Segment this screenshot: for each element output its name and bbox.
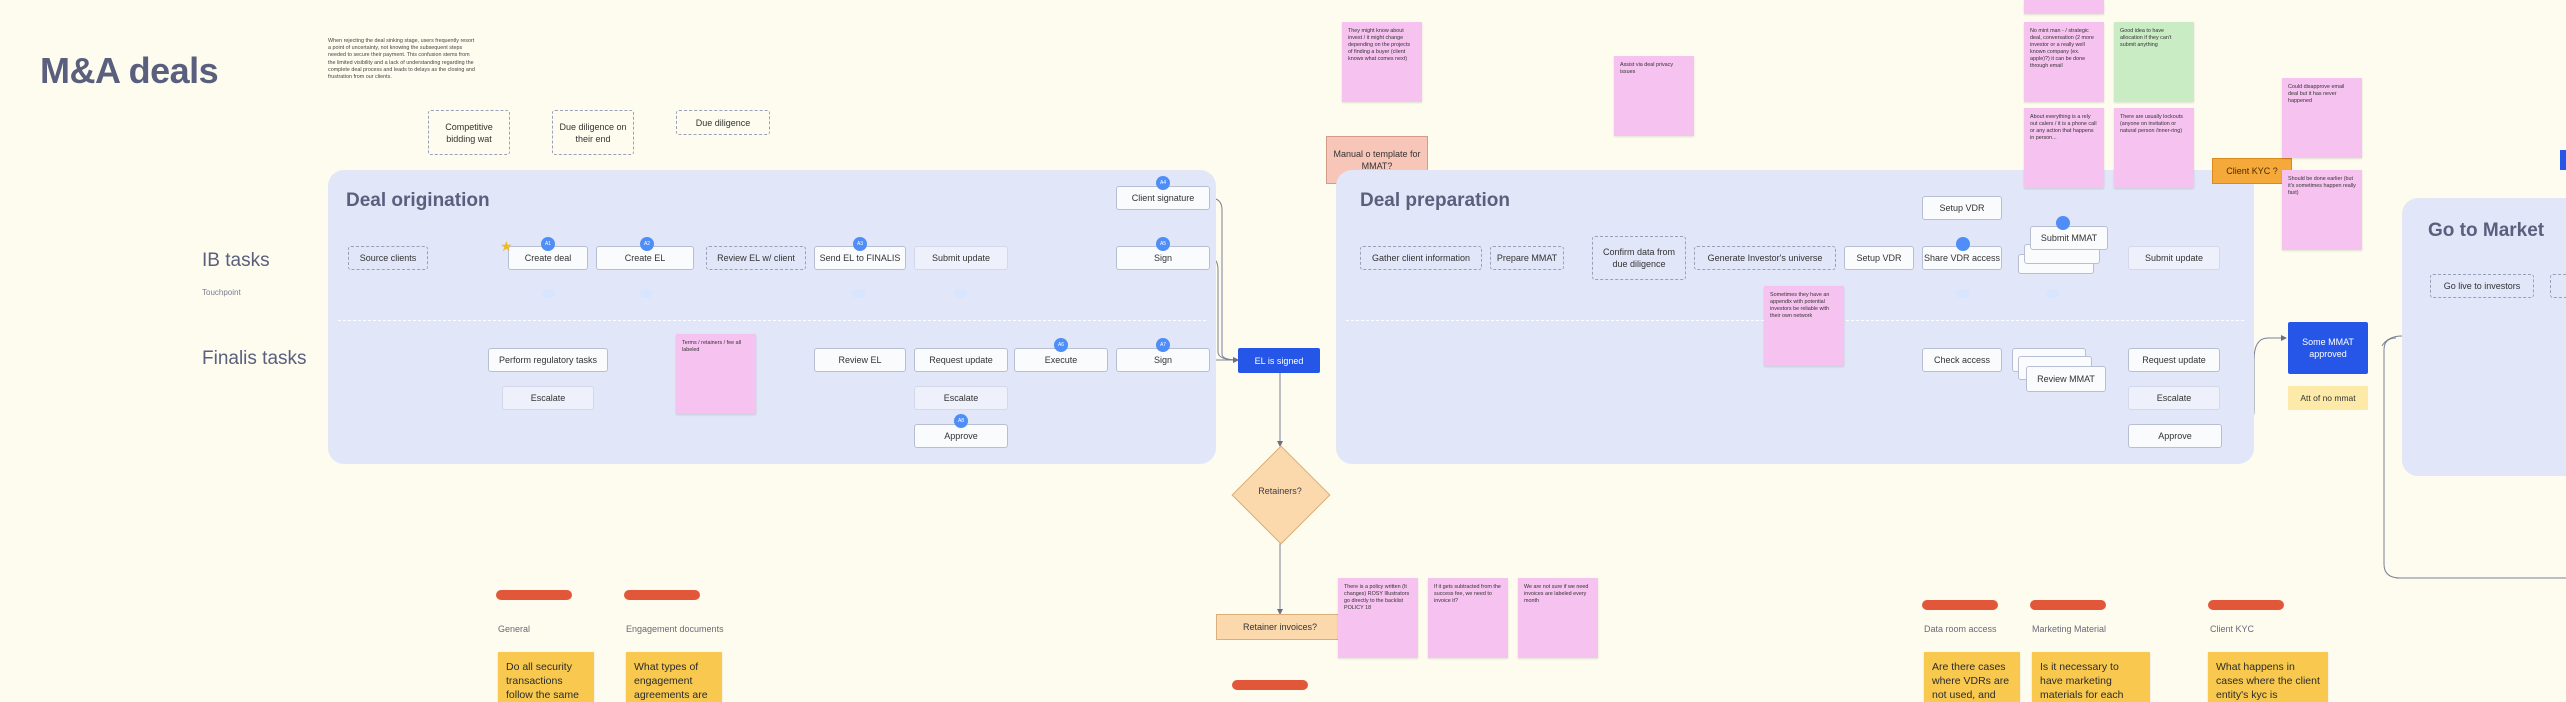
review-mmat-task[interactable]: Review MMAT: [2026, 366, 2106, 392]
mmat-approved-node[interactable]: Some MMAT approved: [2288, 322, 2368, 374]
category-label: Marketing Material: [2032, 624, 2107, 634]
sticky-note-partial[interactable]: [2024, 0, 2104, 14]
connector: [2381, 335, 2403, 347]
go-to-market-lane: [2402, 198, 2566, 476]
finalis-tasks-label: Finalis tasks: [202, 348, 307, 369]
category-pill: [2030, 600, 2106, 610]
question-sticky[interactable]: What happens in cases where the client e…: [2208, 652, 2328, 702]
sticky-note[interactable]: Sometimes they have an appendix with pot…: [1764, 286, 1844, 366]
send-el-finalis-task[interactable]: Send EL to FINALIS: [814, 246, 906, 270]
sticky-note[interactable]: There are usually lockouts (anyone on in…: [2114, 108, 2194, 188]
approve-task[interactable]: Approve: [2128, 424, 2222, 448]
edge-marker: [2560, 150, 2566, 170]
deal-preparation-title: Deal preparation: [1360, 190, 1510, 211]
sticky-note[interactable]: We are not sure if we need invoices are …: [1518, 578, 1598, 658]
touchpoint-badge: [2046, 289, 2059, 298]
category-label: Data room access: [1924, 624, 1997, 634]
setup-vdr-top-task[interactable]: Setup VDR: [1922, 196, 2002, 220]
sticky-note[interactable]: They might know about invest / it might …: [1342, 22, 1422, 102]
deal-origination-title: Deal origination: [346, 190, 490, 211]
sticky-note[interactable]: Terms / retainers / fee all labeled: [676, 334, 756, 414]
category-label: General: [498, 624, 531, 634]
escalate-task[interactable]: Escalate: [502, 386, 594, 410]
step-badge: A2: [640, 237, 654, 251]
setup-vdr-task[interactable]: Setup VDR: [1844, 246, 1914, 270]
go-to-market-title: Go to Market: [2428, 220, 2545, 241]
due-diligence-box[interactable]: Due diligence: [676, 110, 770, 135]
touchpoint-badge: [542, 289, 555, 298]
question-sticky[interactable]: What types of engagement agreements are …: [626, 652, 722, 702]
step-badge: A1: [541, 237, 555, 251]
sticky-note[interactable]: No mint man - / strategic deal, conversa…: [2024, 22, 2104, 102]
request-update-task[interactable]: Request update: [2128, 348, 2220, 372]
category-pill: [2208, 600, 2284, 610]
touchpoint-badge: [954, 289, 967, 298]
el-signed-node[interactable]: EL is signed: [1238, 348, 1320, 373]
step-badge: A8: [954, 414, 968, 428]
lane-separator: [338, 320, 1206, 321]
page-title: M&A deals: [40, 50, 219, 91]
prepare-mmat-task[interactable]: Prepare MMAT: [1490, 246, 1564, 270]
star-icon: ★: [500, 238, 513, 254]
question-sticky[interactable]: Is it necessary to have marketing materi…: [2032, 652, 2150, 702]
sticky-note[interactable]: Good idea to have allocation if they can…: [2114, 22, 2194, 102]
step-badge: A7: [1156, 338, 1170, 352]
submit-update-task[interactable]: Submit update: [2128, 246, 2220, 270]
touchpoint-badge: [1956, 289, 1969, 298]
category-pill: [496, 590, 572, 600]
sticky-note[interactable]: Assist via deal privacy issues: [1614, 56, 1694, 136]
client-signature-task[interactable]: Client signature: [1116, 186, 1210, 210]
ib-tasks-label: IB tasks: [202, 250, 270, 271]
submit-mmat-task[interactable]: Submit MMAT: [2030, 226, 2108, 250]
intro-text: When rejecting the deal sinking stage, u…: [328, 38, 475, 81]
sticky-note[interactable]: Should be done earlier (but it's sometim…: [2282, 170, 2362, 250]
touchpoint-badge: [640, 289, 653, 298]
source-clients-task[interactable]: Source clients: [348, 246, 428, 270]
sticky-note[interactable]: Could disapprove email deal but it has n…: [2282, 78, 2362, 158]
generate-investors-universe-task[interactable]: Generate Investor's universe: [1694, 246, 1836, 270]
step-badge: A6: [1054, 338, 1068, 352]
check-access-task[interactable]: Check access: [1922, 348, 2002, 372]
step-badge: A4: [1156, 176, 1170, 190]
step-badge: A3: [853, 237, 867, 251]
escalate-task[interactable]: Escalate: [2128, 386, 2220, 410]
review-el-client-task[interactable]: Review EL w/ client: [706, 246, 806, 270]
sticky-note[interactable]: If it gets subtracted from the success f…: [1428, 578, 1508, 658]
request-update-task[interactable]: Request update: [914, 348, 1008, 372]
client-kyc-node[interactable]: Client KYC ?: [2212, 158, 2292, 184]
perform-regulatory-task[interactable]: Perform regulatory tasks: [488, 348, 608, 372]
question-sticky[interactable]: Are there cases where VDRs are not used,…: [1924, 652, 2020, 702]
escalate-task[interactable]: Escalate: [914, 386, 1008, 410]
category-label: Client KYC: [2210, 624, 2255, 634]
go-live-task[interactable]: Go live to investors: [2430, 274, 2534, 298]
retainer-invoices-node[interactable]: Retainer invoices?: [1216, 614, 1344, 640]
submit-update-task[interactable]: Submit update: [914, 246, 1008, 270]
category-pill: [1922, 600, 1998, 610]
sticky-note[interactable]: About everything is a rely out calers / …: [2024, 108, 2104, 188]
question-sticky[interactable]: Do all security transactions follow the …: [498, 652, 594, 702]
review-el-task[interactable]: Review EL: [814, 348, 906, 372]
step-badge: A5: [1156, 237, 1170, 251]
sign-task[interactable]: Sign: [1116, 348, 1210, 372]
touchpoint-badge: [852, 289, 865, 298]
category-label: Engagement documents: [626, 624, 724, 634]
category-pill: [624, 590, 700, 600]
competitive-bidding-box[interactable]: Competitive bidding wat: [428, 110, 510, 155]
category-pill: [1232, 680, 1308, 690]
touchpoint-label: Touchpoint: [202, 288, 241, 297]
gather-client-info-task[interactable]: Gather client information: [1360, 246, 1482, 270]
sticky-note[interactable]: There is a policy written (It changes) R…: [1338, 578, 1418, 658]
step-badge: [2056, 216, 2070, 230]
connector: [2383, 337, 2401, 579]
mmat-note[interactable]: Att of no mmat: [2288, 386, 2368, 410]
due-diligence-their-end-box[interactable]: Due diligence on their end: [552, 110, 634, 155]
next-task[interactable]: [2550, 274, 2566, 298]
retainers-label: Retainers?: [1258, 486, 1302, 496]
step-badge: [1956, 237, 1970, 251]
deal-origination-lane: [328, 170, 1216, 464]
confirm-data-task[interactable]: Confirm data from due diligence: [1592, 236, 1686, 280]
